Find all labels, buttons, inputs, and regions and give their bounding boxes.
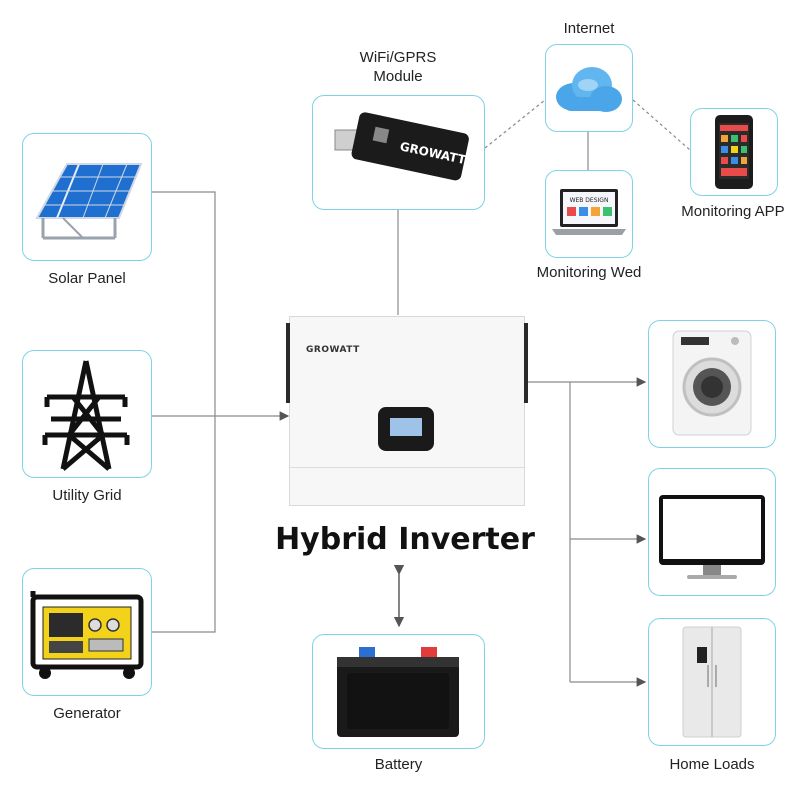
home-loads-label: Home Loads: [669, 756, 755, 773]
inverter-side-right: [524, 323, 528, 403]
refrigerator-icon: [682, 626, 742, 738]
solar-panel-icon: [35, 163, 143, 240]
generator-box: [22, 568, 152, 696]
inverter-brand: GROWATT: [306, 345, 360, 355]
refrigerator-box: [648, 618, 776, 746]
internet-label: Internet: [563, 20, 615, 37]
cloud-icon: [556, 67, 622, 112]
washing-machine-box: [648, 320, 776, 448]
monitoring-web-box: WEB DESIGN: [545, 170, 633, 258]
generator-icon: [30, 591, 144, 679]
monitor-icon: [659, 495, 765, 579]
diagram-title: Hybrid Inverter: [275, 522, 535, 557]
line-solar: [152, 191, 216, 416]
battery-label: Battery: [374, 756, 423, 773]
battery-icon: [337, 647, 459, 737]
power-tower-icon: [42, 360, 130, 471]
monitor-box: [648, 468, 776, 596]
monitoring-web-label: Monitoring Wed: [536, 264, 642, 281]
internet-box: [545, 44, 633, 132]
inverter-bottom-strip: [290, 467, 524, 468]
monitoring-app-label: Monitoring APP: [681, 203, 785, 220]
line-wifi-internet: [484, 99, 546, 149]
monitoring-app-box: [690, 108, 778, 196]
wifi-dongle-icon: GROWATT: [334, 112, 469, 181]
inverter-side-left: [286, 323, 290, 403]
inverter-device: GROWATT: [286, 316, 528, 506]
generator-label: Generator: [53, 705, 121, 722]
wifi-module-box: GROWATT: [312, 95, 485, 210]
web-design-text: WEB DESIGN: [570, 197, 609, 204]
wifi-module-label: WiFi/GPRS Module: [359, 49, 437, 85]
battery-box: [312, 634, 485, 749]
solar-panel-label: Solar Panel: [48, 270, 126, 287]
inverter-lcd: [390, 418, 422, 436]
smartphone-icon: [715, 115, 753, 189]
washing-machine-icon: [672, 330, 752, 436]
utility-grid-label: Utility Grid: [52, 487, 122, 504]
line-generator: [152, 416, 216, 633]
laptop-icon: WEB DESIGN: [552, 189, 626, 235]
inverter-display-panel: [378, 407, 434, 451]
solar-panel-box: [22, 133, 152, 261]
line-internet-app: [632, 99, 691, 151]
utility-grid-box: [22, 350, 152, 478]
